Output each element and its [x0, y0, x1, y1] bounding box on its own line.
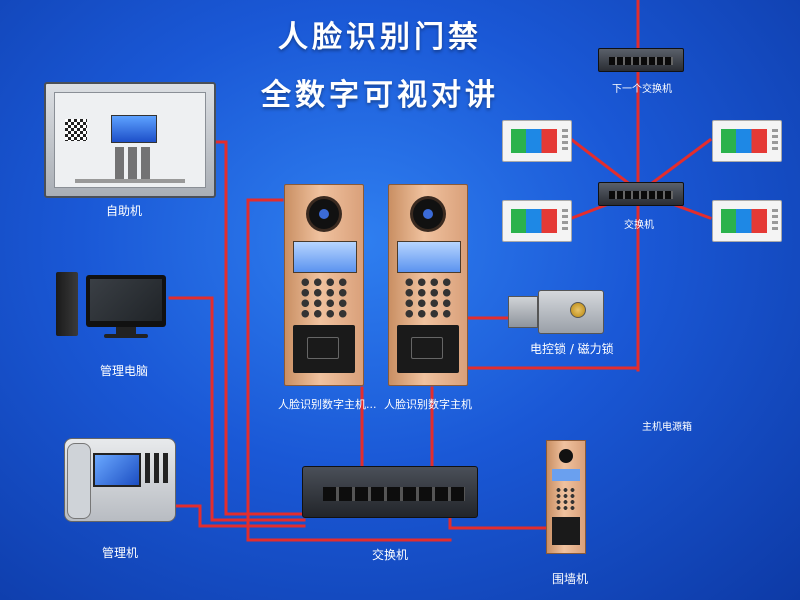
face-host-unit-2 [388, 184, 468, 386]
monitor-screen [721, 209, 767, 233]
kiosk-screen [111, 115, 157, 143]
page-title-line1: 人脸识别门禁 [190, 12, 570, 56]
lock-cylinder-icon [570, 302, 586, 318]
camera-icon [413, 199, 443, 229]
wall-screen [552, 469, 580, 481]
host-screen [397, 241, 461, 273]
label-next-switch: 下一个交换机 [612, 80, 672, 95]
label-management-pc: 管理电脑 [100, 362, 148, 379]
page-title-line2: 全数字可视对讲 [190, 70, 570, 114]
pc-tower-icon [56, 272, 78, 336]
monitor-screen [511, 129, 557, 153]
keypad-icon [555, 487, 577, 511]
electric-lock-device [508, 286, 604, 334]
label-face-host-1: 人脸识别数字主机... [278, 396, 377, 412]
keypad-icon [299, 277, 349, 319]
qr-code-icon [65, 119, 87, 141]
card-reader-icon [552, 517, 580, 545]
wire-mgmt [174, 506, 304, 526]
label-main-switch: 交换机 [372, 546, 408, 563]
label-upper-switch: 交换机 [624, 216, 654, 231]
label-lock: 电控锁 / 磁力锁 [530, 340, 614, 357]
switch-ports [609, 57, 673, 65]
indoor-monitor-bl [502, 200, 572, 242]
kiosk-device [44, 82, 216, 198]
handset-icon [67, 443, 91, 519]
indoor-monitor-tl [502, 120, 572, 162]
monitor-buttons [772, 129, 778, 153]
monitor-buttons [772, 209, 778, 233]
indoor-monitor-br [712, 200, 782, 242]
keypad-icon [115, 147, 153, 181]
pc-base [104, 334, 148, 338]
monitor-buttons [562, 209, 568, 233]
main-switch-device [302, 466, 478, 518]
label-wall-unit: 围墙机 [552, 570, 588, 587]
management-phone-device [64, 438, 176, 522]
next-switch-device [598, 48, 684, 72]
pc-monitor-icon [86, 275, 166, 327]
camera-icon [309, 199, 339, 229]
label-management-machine: 管理机 [102, 544, 138, 561]
camera-icon [559, 449, 573, 463]
monitor-screen [511, 209, 557, 233]
kiosk-caption-strip [75, 179, 185, 183]
lock-strike-plate [508, 296, 538, 328]
host-screen [293, 241, 357, 273]
switch-ports [323, 487, 465, 501]
face-host-unit-1 [284, 184, 364, 386]
label-kiosk: 自助机 [106, 202, 142, 219]
label-face-host-2: 人脸识别数字主机 [384, 396, 472, 412]
upper-switch-device [598, 182, 684, 206]
keypad-icon [403, 277, 453, 319]
indoor-monitor-tr [712, 120, 782, 162]
kiosk-panel [54, 92, 206, 188]
monitor-buttons [562, 129, 568, 153]
card-reader-icon [397, 325, 459, 373]
monitor-screen [721, 129, 767, 153]
label-power-box: 主机电源箱 [642, 418, 692, 433]
card-reader-icon [293, 325, 355, 373]
switch-ports [609, 191, 673, 199]
phone-screen [93, 453, 141, 487]
wall-unit-device [546, 440, 586, 554]
phone-keypad-icon [145, 453, 169, 483]
